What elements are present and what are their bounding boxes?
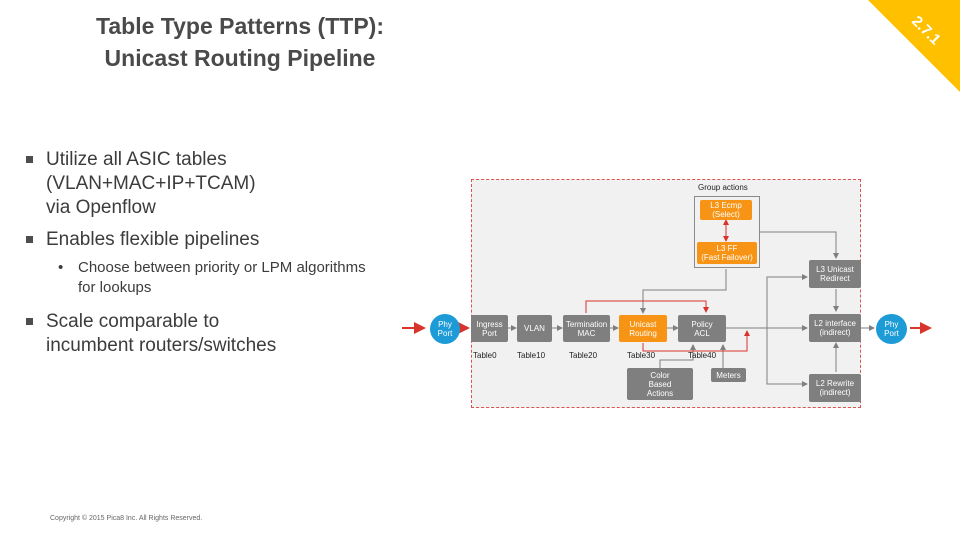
title-line-1: Table Type Patterns (TTP): [96,13,384,39]
bullet-text: Utilize all ASIC tables [46,149,227,170]
bullet-text: (VLAN+MAC+IP+TCAM) [46,173,256,194]
sub-bullet-text: for lookups [78,279,152,296]
vlan-node: VLAN [517,315,552,342]
table-label: Table0 [473,351,497,360]
meters-node: Meters [711,368,746,382]
bullet-item: Utilize all ASIC tables (VLAN+MAC+IP+TCA… [24,148,464,220]
title-line-2: Unicast Routing Pipeline [104,45,376,71]
bullet-text: Enables flexible pipelines [46,229,260,250]
bullet-item: Enables flexible pipelines [24,228,464,252]
bullet-text: Scale comparable to [46,311,220,332]
l2-rewrite-node: L2 Rewrite(indirect) [809,374,861,402]
group-actions-label: Group actions [698,183,748,192]
bullet-list: Utilize all ASIC tables (VLAN+MAC+IP+TCA… [24,148,464,358]
bullet-text: via Openflow [46,197,156,218]
l2-interface-node: L2 interface(indirect) [809,314,861,342]
l3-fast-failover-node: L3 FF(Fast Failover) [697,242,757,264]
bullet-square-icon [26,318,33,325]
copyright-notice: Copyright © 2015 Pica8 Inc. All Rights R… [50,515,203,522]
l3-ecmp-node: L3 Ecmp(Select) [700,200,752,220]
table-label: Table30 [627,351,656,360]
version-corner-flag [868,0,960,92]
bullet-dot-icon: • [58,259,64,276]
slide-title: Table Type Patterns (TTP): Unicast Routi… [40,10,440,74]
bullet-square-icon [26,156,33,163]
table-label: Table40 [688,351,717,360]
sub-bullet-text: Choose between priority or LPM algorithm… [78,259,366,276]
table-label: Table20 [569,351,598,360]
bullet-square-icon [26,236,33,243]
table-label: Table10 [517,351,546,360]
group-actions-box [694,196,760,268]
bullet-item: Scale comparable to incumbent routers/sw… [24,310,464,358]
bullet-text: incumbent routers/switches [46,335,277,356]
sub-bullet-item: • Choose between priority or LPM algorit… [24,258,464,298]
